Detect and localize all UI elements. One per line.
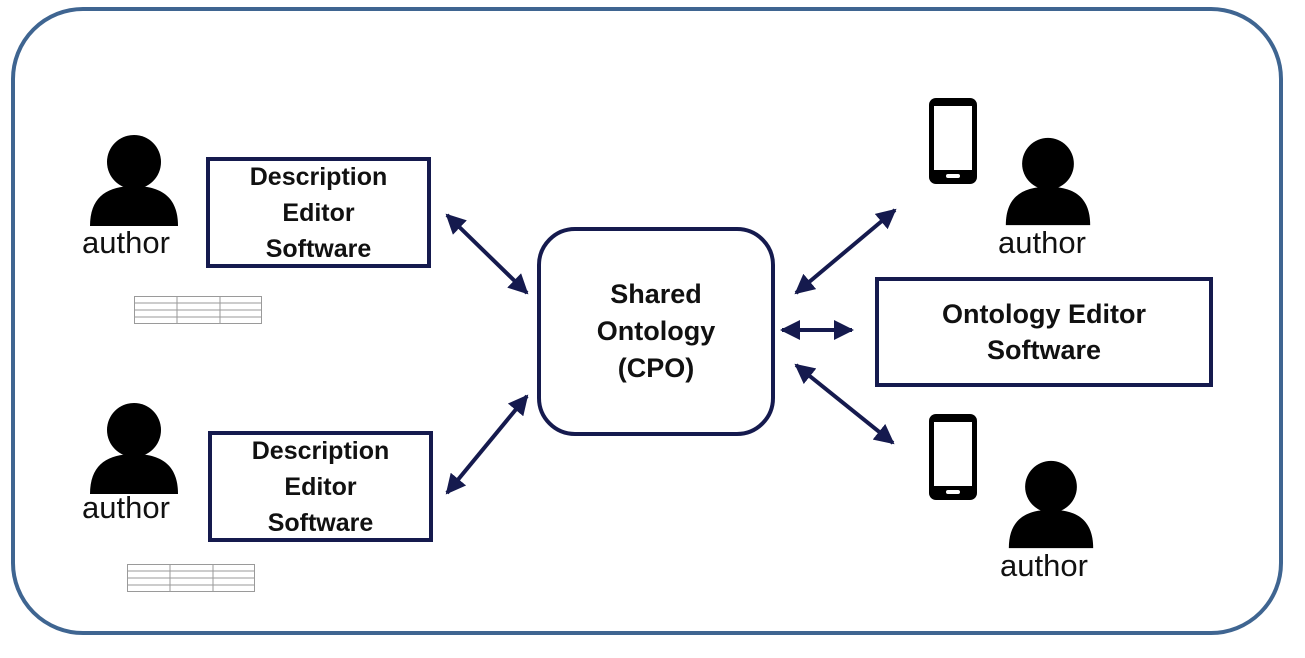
table-icon	[134, 296, 262, 324]
shared-ontology-line-1: Shared	[610, 279, 702, 309]
person-icon	[90, 403, 178, 494]
ontology-editor-line-2: Software	[986, 335, 1102, 365]
author-label-bottom-right: author	[1000, 548, 1088, 583]
description-editor-bottom-line-3: Software	[267, 508, 374, 537]
diagram-frame	[11, 7, 1283, 635]
description-editor-bottom-line-2: Editor	[284, 472, 357, 501]
description-editor-bottom-line-1: Description	[251, 436, 390, 465]
description-editor-top: Description Editor Software	[206, 157, 431, 268]
author-label-top-left: author	[82, 225, 170, 260]
ontology-editor-line-1: Ontology Editor	[942, 299, 1146, 329]
author-label-bottom-left: author	[82, 490, 170, 525]
shared-ontology-line-3: (CPO)	[617, 353, 695, 383]
smartphone-icon	[929, 98, 977, 184]
smartphone-icon	[929, 414, 977, 500]
description-editor-top-line-1: Description	[249, 162, 388, 191]
person-icon	[1008, 460, 1094, 549]
arrow-ontology-to-author-bottom-right	[794, 363, 895, 445]
shared-ontology: Shared Ontology (CPO)	[537, 227, 775, 436]
person-icon	[90, 135, 178, 226]
arrow-desc-top-to-ontology	[445, 213, 529, 295]
shared-ontology-line-2: Ontology	[596, 316, 716, 346]
arrow-ontology-to-author-top-right	[794, 208, 897, 295]
author-label-top-right: author	[998, 225, 1086, 260]
person-icon	[1005, 137, 1091, 226]
table-icon	[127, 564, 255, 592]
arrow-desc-bottom-to-ontology	[445, 394, 529, 495]
description-editor-top-line-2: Editor	[282, 198, 355, 227]
description-editor-bottom: Description Editor Software	[208, 431, 433, 542]
description-editor-top-line-3: Software	[265, 234, 372, 263]
ontology-editor: Ontology Editor Software	[875, 277, 1213, 387]
